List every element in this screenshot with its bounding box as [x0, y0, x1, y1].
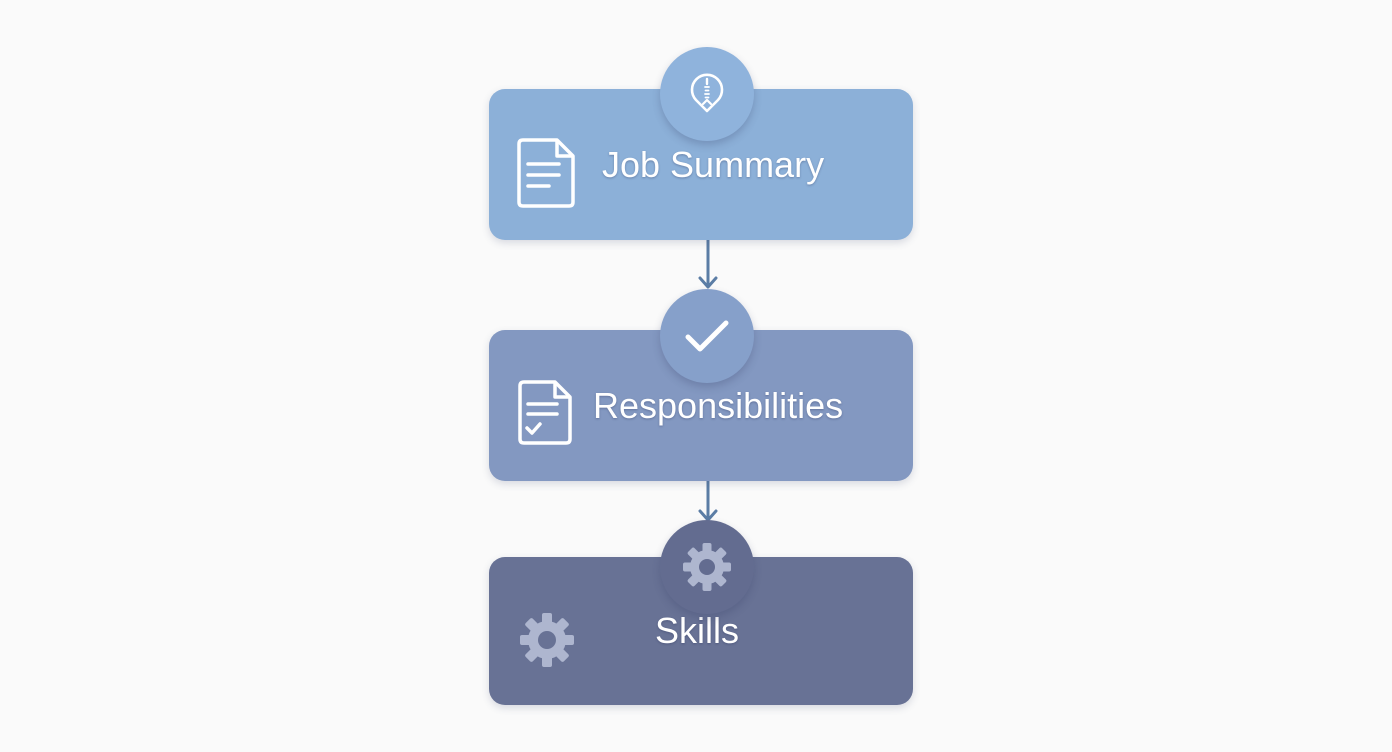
- gear-badge: [660, 520, 754, 614]
- connector-arrow-2: [698, 479, 718, 522]
- gear-icon: [683, 543, 731, 591]
- step-card-responsibilities: Responsibilities: [489, 330, 913, 481]
- checkmark-icon: [685, 320, 729, 352]
- step-label-job-summary: Job Summary: [602, 143, 825, 185]
- checklist-document-icon: [518, 380, 572, 445]
- checkmark-badge: [660, 289, 754, 383]
- step-label-skills: Skills: [655, 610, 740, 651]
- compass-badge: [660, 47, 754, 141]
- connector-arrow-1: [698, 238, 718, 289]
- step-label-responsibilities: Responsibilities: [593, 384, 844, 426]
- compass-icon: [690, 73, 724, 113]
- gear-icon: [520, 613, 574, 667]
- document-icon: [517, 138, 575, 208]
